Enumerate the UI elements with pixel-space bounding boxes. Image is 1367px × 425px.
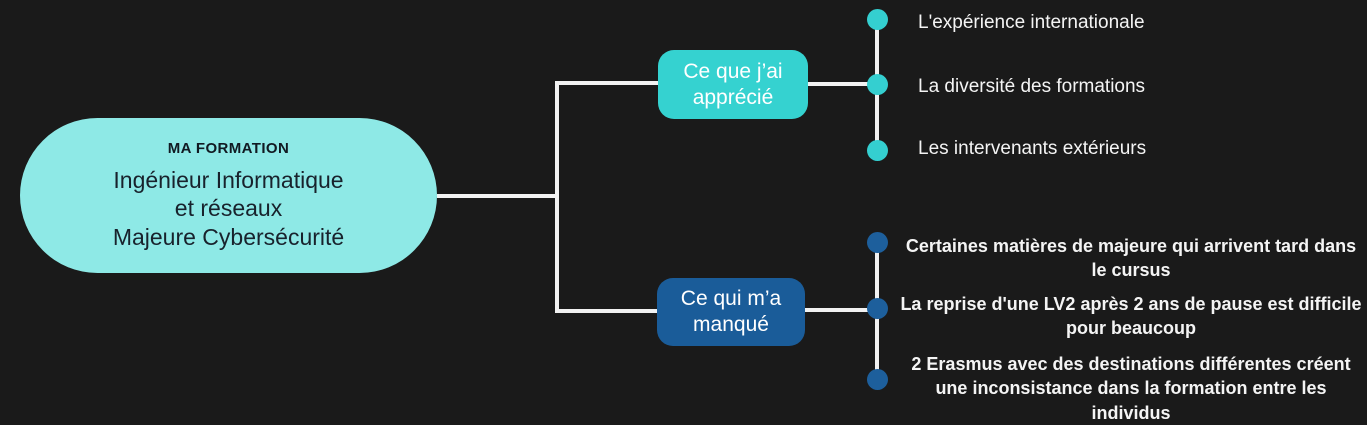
connector-arm-to-branch-1 [555,81,660,85]
leaf-label[interactable]: Les intervenants extérieurs [918,138,1147,159]
leaf-label[interactable]: L'expérience internationale [918,12,1145,33]
connector-root-stub [437,194,557,198]
connector-branch-1-to-leaves [806,82,878,86]
leaf-label[interactable]: La reprise d'une LV2 après 2 ans de paus… [900,294,1362,339]
leaf-dot [867,9,888,30]
connector-branch-2-to-leaves [803,308,878,312]
connector-vertical-riser [555,81,559,313]
leaf-dot [867,74,888,95]
leaf-label[interactable]: Certaines matières de majeure qui arrive… [905,236,1357,281]
leaf-label[interactable]: La diversité des formations [918,76,1146,97]
leaf-dot [867,232,888,253]
leaf-label[interactable]: 2 Erasmus avec des destinations différen… [911,354,1351,423]
leaf-dot [867,298,888,319]
leaf-dot [867,369,888,390]
root-node-kicker: MA FORMATION [167,140,290,158]
connector-arm-to-branch-2 [555,309,659,313]
leaf-dot [867,140,888,161]
